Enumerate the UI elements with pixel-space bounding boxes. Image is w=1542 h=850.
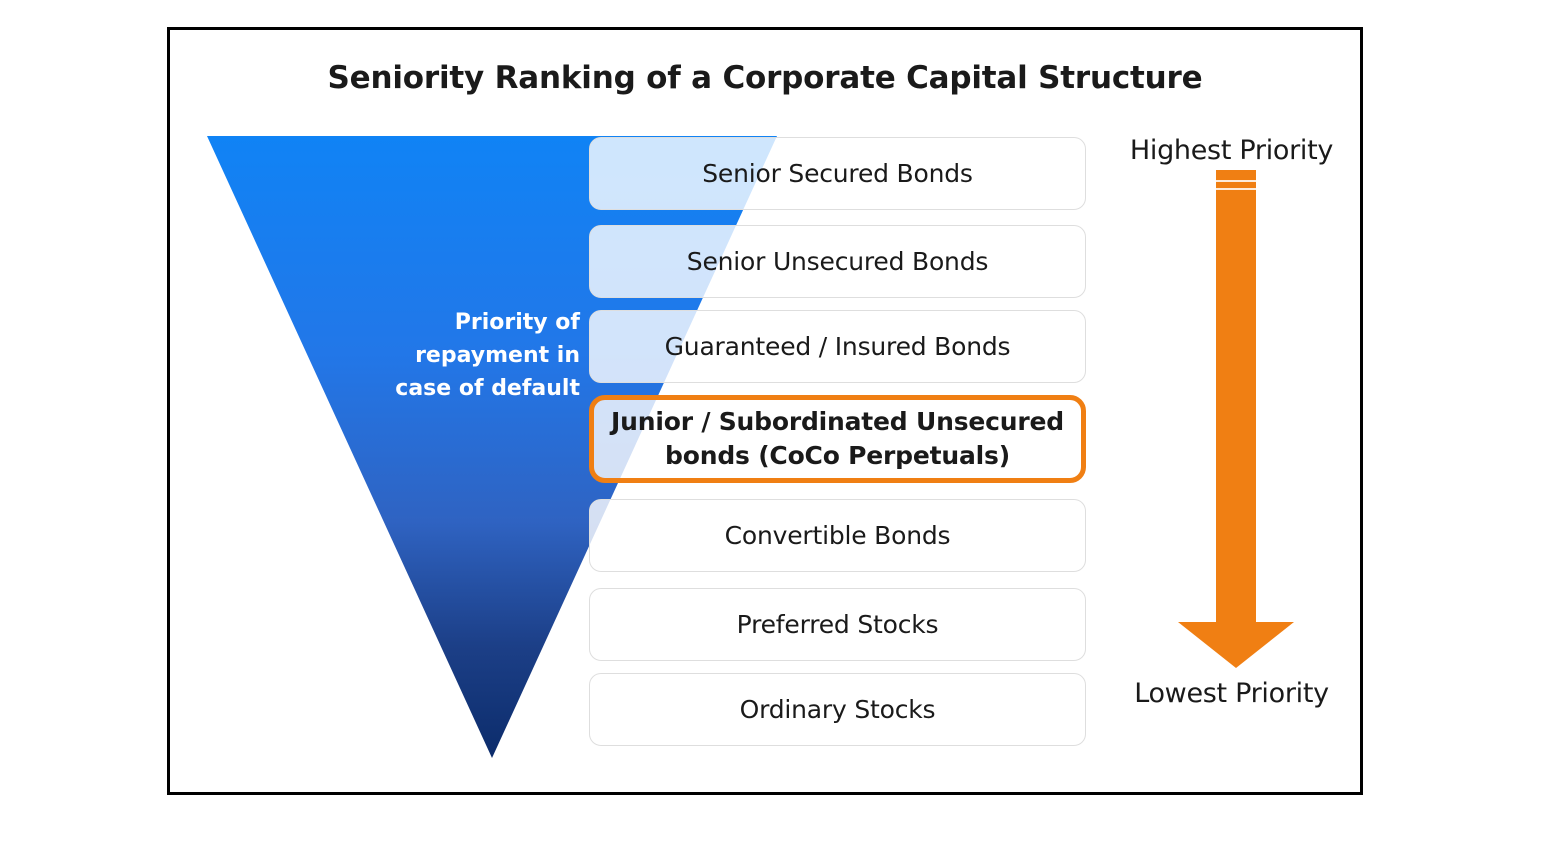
- rank-label: Convertible Bonds: [724, 520, 951, 550]
- funnel-caption: Priority of repayment in case of default: [395, 310, 580, 401]
- down-arrow-icon: [1178, 170, 1294, 668]
- rank-box-senior-secured-bonds[interactable]: Senior Secured Bonds: [589, 137, 1086, 210]
- rank-box-convertible-bonds[interactable]: Convertible Bonds: [589, 499, 1086, 572]
- highest-priority-label: Highest Priority: [1129, 135, 1334, 166]
- rank-label: Ordinary Stocks: [739, 694, 936, 724]
- rank-label: Senior Secured Bonds: [702, 158, 973, 188]
- rank-box-guaranteed-insured-bonds[interactable]: Guaranteed / Insured Bonds: [589, 310, 1086, 383]
- rank-label: Guaranteed / Insured Bonds: [664, 331, 1011, 361]
- rank-label: Senior Unsecured Bonds: [686, 246, 989, 276]
- lowest-priority-label: Lowest Priority: [1134, 678, 1329, 709]
- rank-label: Preferred Stocks: [736, 609, 939, 639]
- rank-box-ordinary-stocks[interactable]: Ordinary Stocks: [589, 673, 1086, 746]
- seniority-rank-list: Senior Secured Bonds Senior Unsecured Bo…: [589, 137, 1086, 747]
- rank-box-junior-subordinated-unsecured-bonds[interactable]: Junior / Subordinated Unsecured bonds (C…: [589, 395, 1086, 483]
- rank-box-preferred-stocks[interactable]: Preferred Stocks: [589, 588, 1086, 661]
- page-title: Seniority Ranking of a Corporate Capital…: [327, 60, 1203, 96]
- priority-scale: Highest Priority Lowest Priority: [1100, 130, 1363, 730]
- rank-box-senior-unsecured-bonds[interactable]: Senior Unsecured Bonds: [589, 225, 1086, 298]
- rank-label: Junior / Subordinated Unsecured bonds (C…: [611, 407, 1064, 470]
